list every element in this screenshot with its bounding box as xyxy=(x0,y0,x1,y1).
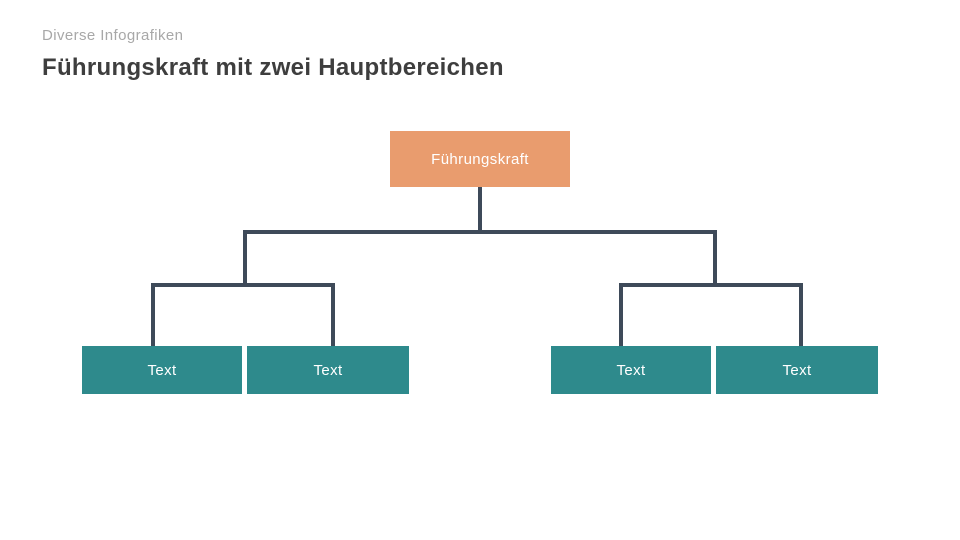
org-node-label: Text xyxy=(147,361,177,379)
connector-left-horizontal xyxy=(151,283,335,287)
org-node-label: Text xyxy=(313,361,343,379)
connector-left-drop-2 xyxy=(331,283,335,346)
connector-root-stem xyxy=(478,187,482,234)
org-node-right-2[interactable]: Text xyxy=(716,346,878,394)
org-node-root[interactable]: Führungskraft xyxy=(390,131,570,187)
connector-main-horizontal xyxy=(243,230,717,234)
page-title: Führungskraft mit zwei Hauptbereichen xyxy=(42,54,504,81)
connector-right-drop-1 xyxy=(619,283,623,346)
connector-left-drop-1 xyxy=(151,283,155,346)
connector-left-branch xyxy=(243,230,247,287)
connector-right-horizontal xyxy=(619,283,803,287)
org-node-right-1[interactable]: Text xyxy=(551,346,711,394)
org-node-left-1[interactable]: Text xyxy=(82,346,242,394)
org-node-label: Text xyxy=(782,361,812,379)
org-node-root-label: Führungskraft xyxy=(431,150,529,168)
org-node-left-2[interactable]: Text xyxy=(247,346,409,394)
connector-right-branch xyxy=(713,230,717,287)
connector-right-drop-2 xyxy=(799,283,803,346)
slide-kicker: Diverse Infografiken xyxy=(42,27,184,44)
org-node-label: Text xyxy=(616,361,646,379)
